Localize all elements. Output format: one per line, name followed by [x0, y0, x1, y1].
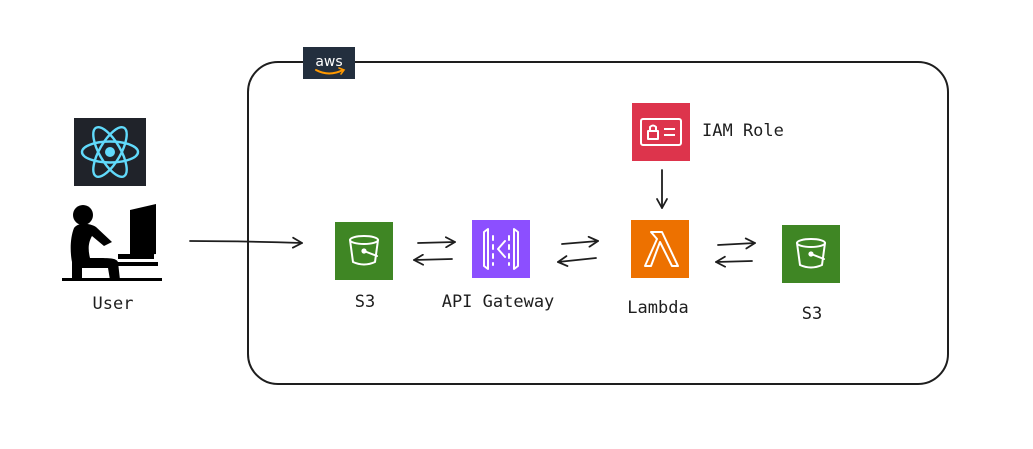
arrow-lambda-to-apigw [557, 255, 597, 267]
react-logo-icon [74, 118, 146, 186]
arrow-user-to-s3 [189, 236, 303, 249]
aws-badge-text: aws [315, 54, 342, 70]
connectors [189, 169, 756, 268]
aws-cloud-boundary [247, 61, 949, 385]
arrow-apigw-to-s3 [413, 253, 453, 266]
arrow-s3-to-apigw [417, 236, 456, 249]
api-gateway-icon [472, 220, 530, 278]
arrow-s3-to-lambda [715, 255, 753, 268]
user-label: User [92, 294, 134, 314]
s3-frontend-icon [335, 222, 393, 280]
s3-backend-label: S3 [801, 304, 823, 324]
aws-badge: aws [303, 47, 355, 79]
api-gateway-label: API Gateway [441, 292, 555, 312]
s3-frontend-label: S3 [354, 292, 376, 312]
iam-role-label: IAM Role [702, 121, 784, 141]
arrow-apigw-to-lambda [561, 235, 599, 248]
iam-role-icon [632, 103, 690, 161]
user-at-computer-icon [62, 204, 162, 281]
arrow-lambda-to-s3 [717, 237, 756, 250]
lambda-label: Lambda [627, 298, 689, 318]
lambda-icon [631, 220, 689, 278]
aws-smile-icon [315, 69, 344, 75]
s3-backend-icon [782, 225, 840, 283]
